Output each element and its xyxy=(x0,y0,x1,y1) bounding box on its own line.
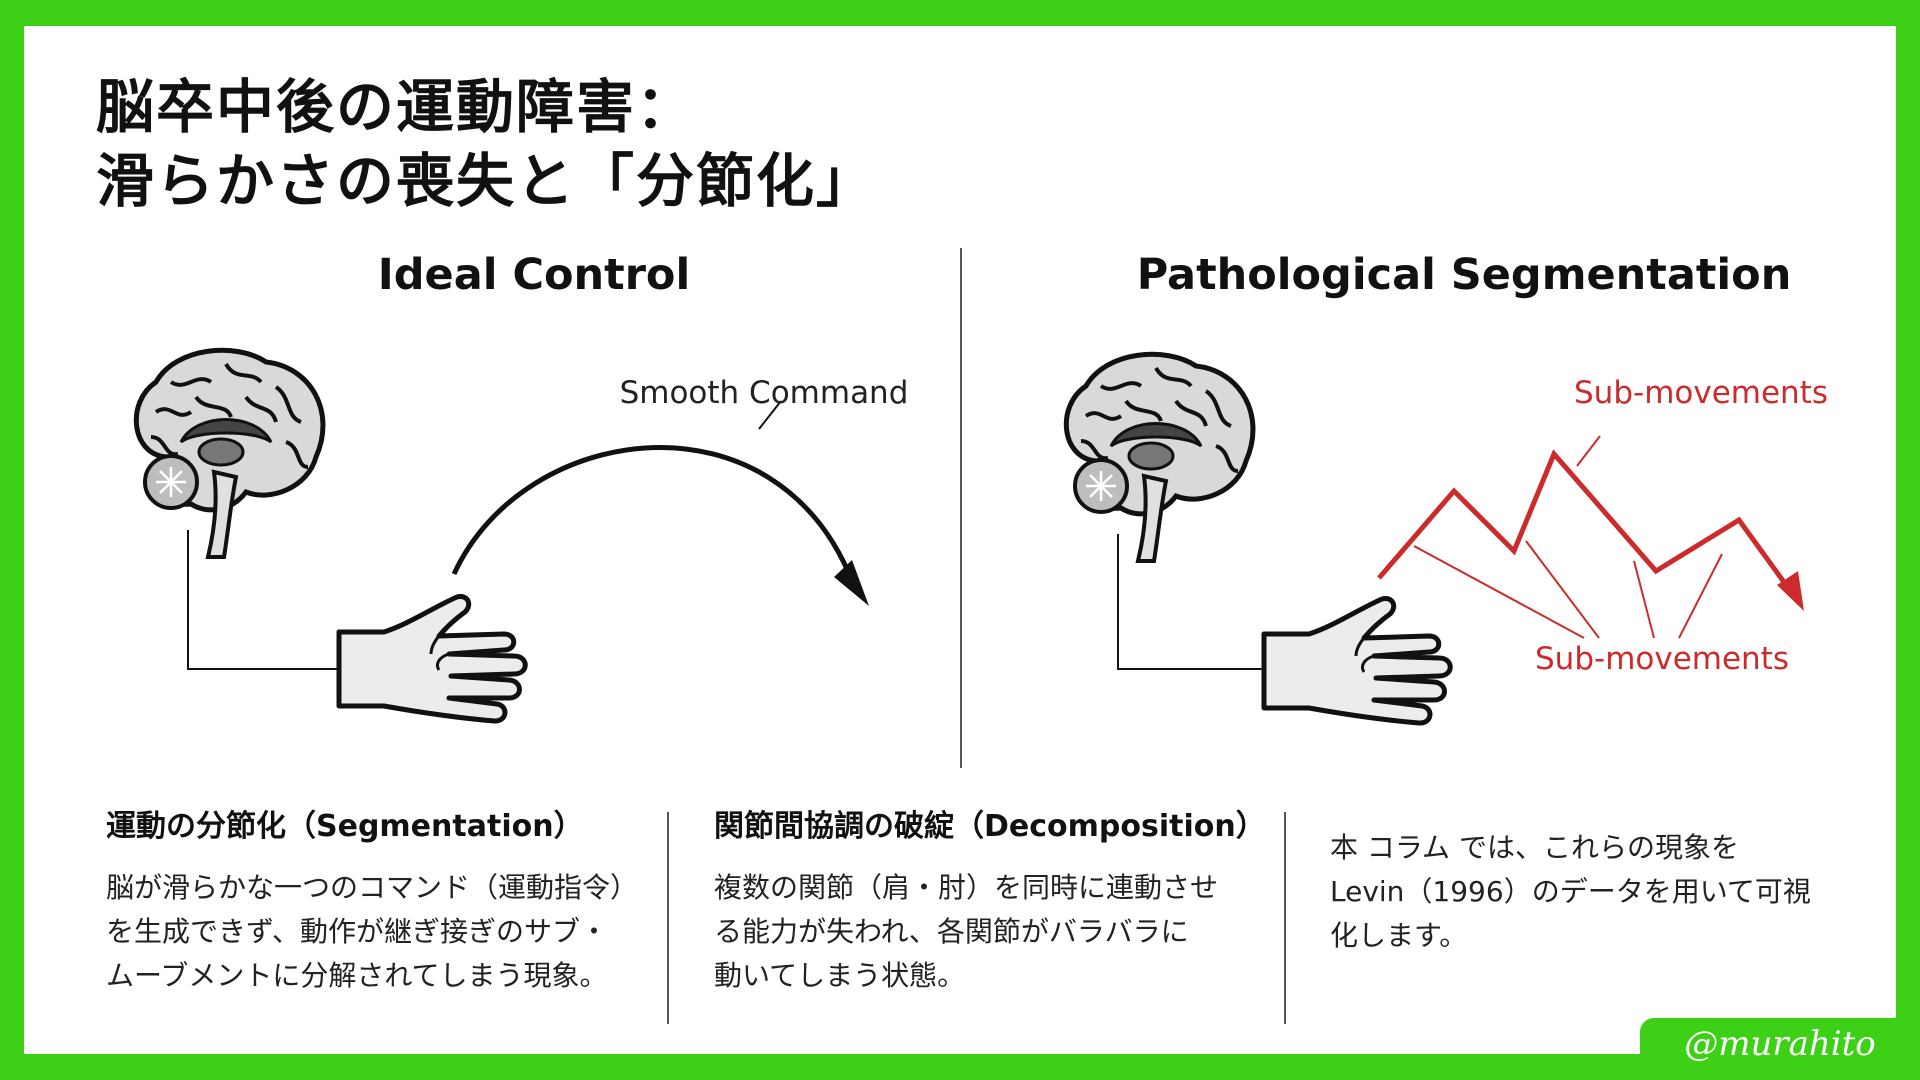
column-body-line: 脳が滑らかな一つのコマンド（運動指令） xyxy=(106,871,639,904)
column-divider xyxy=(1284,812,1286,1024)
column-body: 複数の関節（肩・肘）を同時に連動させ る能力が失われ、各関節がバラバラに 動いて… xyxy=(714,866,1274,998)
column-heading: 運動の分節化（Segmentation） xyxy=(106,809,584,844)
column-heading: 関節間協調の破綻（Decomposition） xyxy=(714,809,1266,844)
page-title: 脳卒中後の運動障害： 滑らかさの喪失と「分節化」 xyxy=(96,70,1096,218)
segmented-command-path xyxy=(1377,449,1797,598)
column-body-line: る能力が失われ、各関節がバラバラに xyxy=(714,915,1189,948)
column-summary: 本 コラム では、これらの現象を Levin（1996）のデータを用いて可視 化… xyxy=(1330,808,1850,958)
arrow-icon xyxy=(1777,571,1804,611)
column-decomposition: 関節間協調の破綻（Decomposition） 複数の関節（肩・肘）を同時に連動… xyxy=(714,806,1274,998)
column-body-line: ムーブメントに分解されてしまう現象。 xyxy=(106,959,608,992)
leader-line xyxy=(1678,553,1723,639)
column-body: 本 コラム では、これらの現象を Levin（1996）のデータを用いて可視 化… xyxy=(1330,826,1850,958)
arrow-leader-line xyxy=(758,400,782,430)
arrow-icon xyxy=(834,560,869,606)
leader-line-top xyxy=(1576,435,1601,467)
sub-movements-label-top: Sub-movements xyxy=(1574,375,1828,411)
column-body-line: 動いてしまう状態。 xyxy=(714,959,966,992)
panel-divider xyxy=(960,248,962,768)
title-line-2: 滑らかさの喪失と「分節化」 xyxy=(96,147,877,215)
column-body: 脳が滑らかな一つのコマンド（運動指令） を生成できず、動作が継ぎ接ぎのサブ・ ム… xyxy=(106,866,666,998)
leader-line xyxy=(1413,545,1585,639)
leader-line xyxy=(1525,540,1600,639)
column-body-line: 本 コラム では、これらの現象を xyxy=(1330,831,1739,864)
smooth-command-arrow xyxy=(451,445,857,587)
column-segmentation: 運動の分節化（Segmentation） 脳が滑らかな一つのコマンド（運動指令）… xyxy=(106,806,666,998)
column-divider xyxy=(667,812,669,1024)
leader-line xyxy=(1633,560,1655,639)
hand-icon xyxy=(339,596,525,721)
column-body-line: 複数の関節（肩・肘）を同時に連動させ xyxy=(714,871,1219,904)
column-body-line: を生成できず、動作が継ぎ接ぎのサブ・ xyxy=(106,915,609,948)
heading-pathological-segmentation: Pathological Segmentation xyxy=(1136,250,1792,300)
hand-icon xyxy=(1264,598,1450,723)
brain-icon xyxy=(1066,354,1253,561)
author-badge: @murahito xyxy=(1640,1018,1920,1080)
nerve-line xyxy=(187,530,339,670)
smooth-command-label: Smooth Command xyxy=(620,375,909,411)
title-line-1: 脳卒中後の運動障害： xyxy=(96,73,697,141)
column-body-line: 化します。 xyxy=(1330,919,1468,952)
heading-ideal-control: Ideal Control xyxy=(377,250,691,300)
brain-icon xyxy=(136,350,323,557)
column-body-line: Levin（1996）のデータを用いて可視 xyxy=(1330,875,1811,908)
sub-movements-label-bottom: Sub-movements xyxy=(1535,641,1789,677)
slide: 脳卒中後の運動障害： 滑らかさの喪失と「分節化」 Ideal Control P… xyxy=(24,26,1896,1054)
author-handle: @murahito xyxy=(1684,1024,1876,1064)
nerve-line-segmented xyxy=(1117,534,1264,670)
diagram-canvas: Smooth Command Sub-movements Sub-movemen… xyxy=(24,26,1828,1054)
